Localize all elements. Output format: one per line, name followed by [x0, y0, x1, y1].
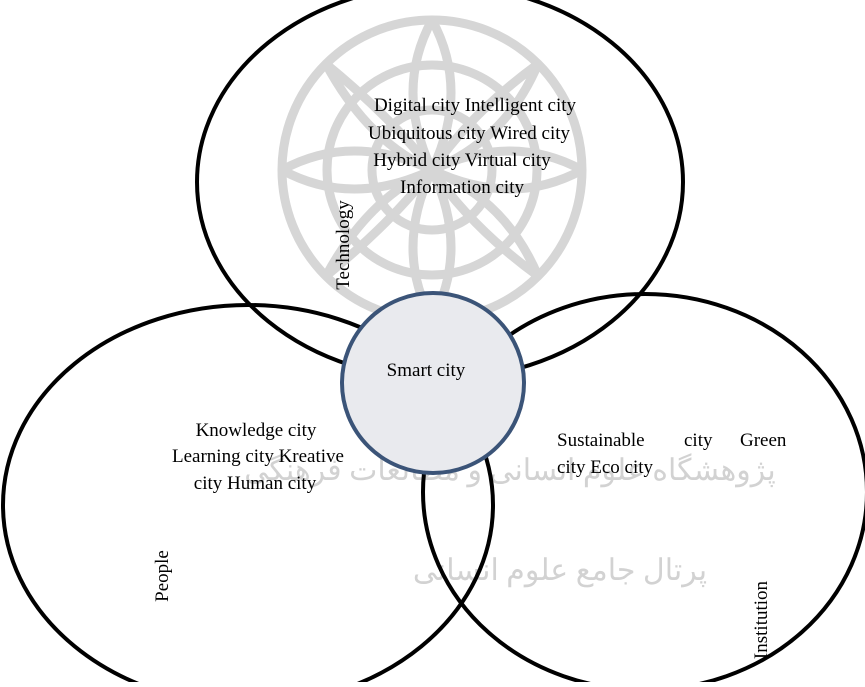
institution-circle [421, 292, 865, 687]
technology-line-4: Information city [400, 177, 524, 198]
people-axis-label: People [152, 550, 173, 602]
institution-line-1-left: Sustainable [557, 430, 645, 451]
watermark-text-2: پرتال جامع علوم انسانی [413, 554, 707, 588]
technology-axis-label: Technology [333, 200, 354, 290]
smart-city-circle [340, 291, 526, 475]
institution-line-2: city Eco city [557, 457, 654, 478]
people-line-1: Knowledge city [196, 420, 317, 441]
people-line-3: city Human city [194, 473, 317, 494]
institution-line-1-right: Green [740, 430, 787, 451]
watermark-logo: پژوهشگاه علوم انسانی و مطالعات فرهنگی پر… [244, 15, 776, 588]
watermark-text-1: پژوهشگاه علوم انسانی و مطالعات فرهنگی [244, 453, 775, 488]
technology-line-1: Digital city Intelligent city [374, 95, 577, 116]
institution-line-1-mid: city [684, 430, 713, 451]
people-circle [1, 303, 495, 687]
people-line-2: Learning city Kreative [172, 446, 344, 467]
technology-line-2: Ubiquitous city Wired city [368, 123, 571, 144]
technology-line-3: Hybrid city Virtual city [373, 150, 551, 171]
smart-city-label: Smart city [387, 360, 466, 381]
institution-axis-label: Institution [751, 580, 772, 659]
